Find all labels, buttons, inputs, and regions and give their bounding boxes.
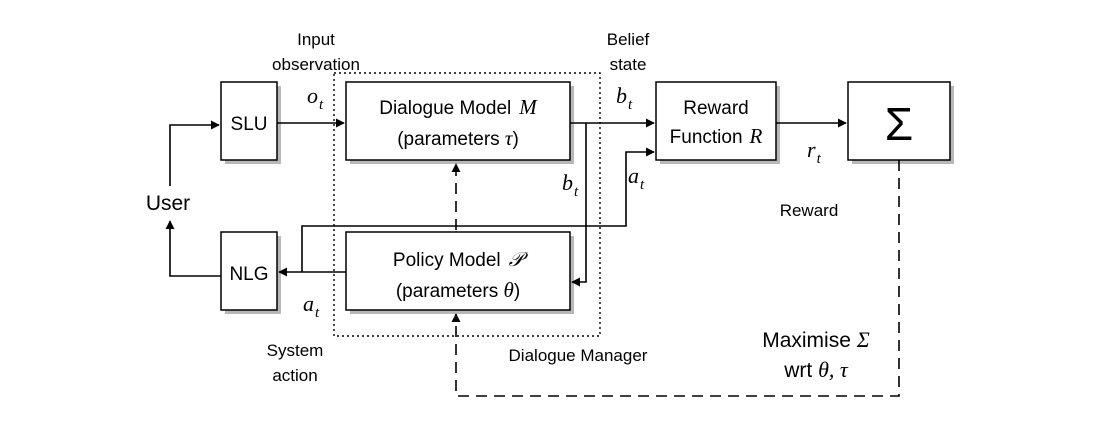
dialogue-manager-label: Dialogue Manager [509,346,648,365]
input-observation-label-line1: Input [297,30,335,49]
sum-symbol: Σ [885,98,913,150]
policy-model-parameters: (parameters θ) [396,278,520,302]
nlg-box [220,231,278,311]
belief-to-policy-arrow [571,123,587,287]
user-label: User [146,192,190,215]
input-observation-label-line2: observation [272,55,360,74]
reward-label: Reward [780,201,839,220]
observation-symbol: ot [307,83,324,113]
nlg-label: NLG [229,264,268,285]
nlg-to-user-arrow [165,220,221,277]
slu-box [220,81,278,161]
system-action-label-line2: action [272,366,317,385]
wrt-label: wrt θ, τ [783,357,849,382]
belief-state-label-line2: state [610,55,647,74]
user-to-slu-arrow [169,120,220,186]
policy-model-box [345,231,571,311]
action-to-reward-arrow [301,147,655,272]
maximise-label: Maximise Σ [762,327,870,352]
belief-state-label-line1: Belief [607,30,650,49]
action-symbol-bottom: at [303,291,320,321]
dialogue-model-box [345,81,571,161]
belief-state-symbol-side: bt [562,170,579,200]
optimisation-feedback-dashed-arrow [451,160,900,397]
dialogue-manager-boundary [333,72,601,337]
dialogue-model-parameters: (parameters τ) [397,126,519,150]
reward-function-label-line1: Reward [683,98,748,119]
belief-state-symbol-top: bt [616,83,633,113]
slu-label: SLU [231,114,268,135]
action-symbol-top: at [628,163,645,193]
system-action-label-line1: System [267,341,324,360]
reward-function-box [655,81,777,161]
reward-symbol: rt [807,137,822,167]
sum-box [847,81,951,161]
